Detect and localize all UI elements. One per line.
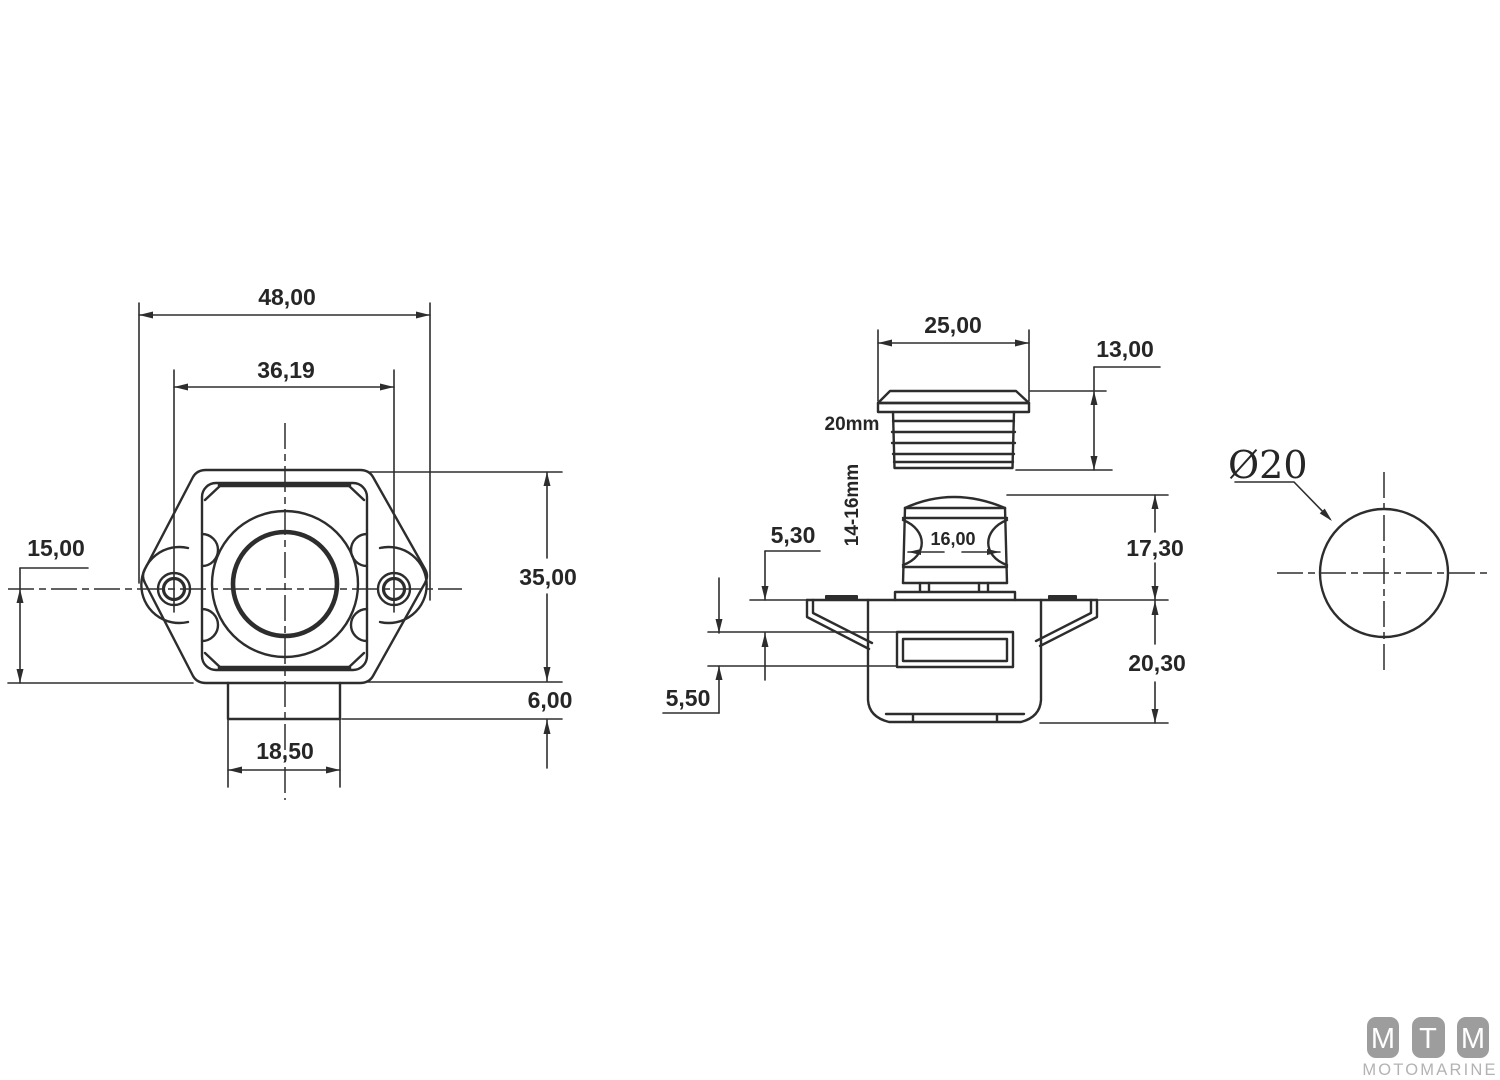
arrowhead-right xyxy=(380,383,394,391)
arrowhead-down xyxy=(1090,456,1098,470)
dim-text: 25,00 xyxy=(924,312,982,338)
thread-ridges xyxy=(890,419,1017,470)
arrowhead-down xyxy=(1151,709,1159,723)
diameter-leader-line xyxy=(1234,481,1331,520)
arrowhead-down xyxy=(715,619,723,633)
arrowhead-left xyxy=(228,766,242,774)
flange-right-tab xyxy=(1048,595,1077,600)
dim-text: 16,00 xyxy=(930,529,975,549)
dim-text: 13,00 xyxy=(1096,336,1154,362)
extension-lines xyxy=(138,302,431,601)
dim-text: 36,19 xyxy=(257,357,315,383)
dim-flange-to-latch: 5,30 xyxy=(761,522,821,681)
dim-text: 17,30 xyxy=(1126,535,1184,561)
dim-hole-offset: 15,00 xyxy=(16,535,89,684)
left-wing-arc xyxy=(140,545,190,625)
arrowhead-right xyxy=(416,311,430,319)
arrowhead-up xyxy=(715,666,723,680)
arrowhead-left xyxy=(139,311,153,319)
logo-subtitle: MOTOMARINE xyxy=(1362,1061,1497,1079)
dim-below-flange: 20,30 xyxy=(1128,600,1186,724)
arrowhead-up xyxy=(543,720,551,734)
arrowhead-left xyxy=(878,339,892,347)
extension-lines xyxy=(877,329,1030,402)
arrowhead-right xyxy=(987,549,1000,555)
dim-body-height: 35,00 xyxy=(367,471,577,683)
arrowhead-right xyxy=(326,766,340,774)
cap-flange-plate xyxy=(876,401,1031,414)
logo-letter-3: M xyxy=(1461,1023,1485,1055)
dim-cap-height: 13,00 xyxy=(1015,336,1161,471)
arrowhead-up xyxy=(543,472,551,486)
arrowhead-down xyxy=(543,667,551,681)
clamp-range-label: 14-16mm xyxy=(842,464,863,546)
corner-chamfer-marks xyxy=(203,482,366,671)
dim-text: 35,00 xyxy=(519,564,577,590)
dim-hole-spacing: 36,19 xyxy=(173,357,395,613)
logo-tile-3 xyxy=(1457,1017,1489,1058)
thread-diameter-label: 20mm xyxy=(825,414,880,435)
right-spring-wing xyxy=(1034,598,1099,648)
hole-diameter-label: Ø20 xyxy=(1228,443,1308,487)
front-view: 48,00 36,19 15,00 35,00 xyxy=(7,284,577,800)
dim-tab-width: 18,50 xyxy=(227,718,341,788)
button-platform xyxy=(893,590,1017,602)
bottom-tab-outline xyxy=(226,681,342,721)
dim-button-width: 16,00 xyxy=(907,529,1001,555)
arrowhead-up xyxy=(1090,391,1098,405)
dim-overall-width: 48,00 xyxy=(138,284,431,601)
side-view: 20mm 14-16mm 25,00 13,00 16,00 xyxy=(662,312,1186,724)
arrowhead-left xyxy=(908,549,921,555)
cap-dome xyxy=(876,389,1031,405)
dim-text: 18,50 xyxy=(256,738,314,764)
reference-lines xyxy=(1015,390,1113,471)
arrowhead-left xyxy=(174,383,188,391)
arrowhead-up xyxy=(761,633,769,647)
dim-tab-height: 6,00 xyxy=(341,687,573,769)
button-feet xyxy=(918,581,990,593)
dim-cap-width: 25,00 xyxy=(877,312,1030,402)
dim-text: 20,30 xyxy=(1128,650,1186,676)
dim-text: 48,00 xyxy=(258,284,316,310)
right-edge-scallops xyxy=(349,532,369,643)
body-bottom-inner-line xyxy=(884,712,1026,723)
latch-window-outer xyxy=(895,630,1015,669)
latch-window-inner xyxy=(901,637,1009,663)
hole-view: Ø20 xyxy=(1228,443,1492,673)
dim-latch-depth: 5,50 xyxy=(662,577,723,714)
logo-letter-2: T xyxy=(1419,1023,1437,1055)
extension-lines xyxy=(227,718,341,788)
arrowhead-up xyxy=(1151,601,1159,615)
logo-tile-1 xyxy=(1367,1017,1399,1058)
brand-logo: M T M MOTOMARINE xyxy=(1362,1017,1497,1079)
left-edge-scallops xyxy=(200,532,220,643)
extension-lines xyxy=(173,369,395,613)
button-top-arc xyxy=(903,495,1007,510)
right-wing-arc xyxy=(378,545,428,625)
leader-arrowhead xyxy=(1319,508,1332,521)
button-bands xyxy=(901,506,1009,585)
logo-tile-2 xyxy=(1412,1017,1445,1058)
button-waist-curves xyxy=(901,518,1009,567)
body-outline xyxy=(866,598,1043,724)
dim-text: 5,30 xyxy=(771,522,816,548)
arrowhead-up xyxy=(1151,495,1159,509)
arrowhead-down xyxy=(761,586,769,600)
arrowhead-down xyxy=(1151,586,1159,600)
dim-text: 5,50 xyxy=(666,685,711,711)
logo-letter-1: M xyxy=(1371,1023,1395,1055)
dim-above-flange: 17,30 xyxy=(1126,494,1184,601)
arrowhead-up xyxy=(16,589,24,603)
dim-text: 15,00 xyxy=(27,535,85,561)
flange-left-tab xyxy=(825,595,858,600)
arrowhead-down xyxy=(16,669,24,683)
dim-text: 6,00 xyxy=(528,687,573,713)
reference-lines-latch xyxy=(707,631,898,667)
arrowhead-right xyxy=(1015,339,1029,347)
left-spring-wing xyxy=(805,598,874,651)
